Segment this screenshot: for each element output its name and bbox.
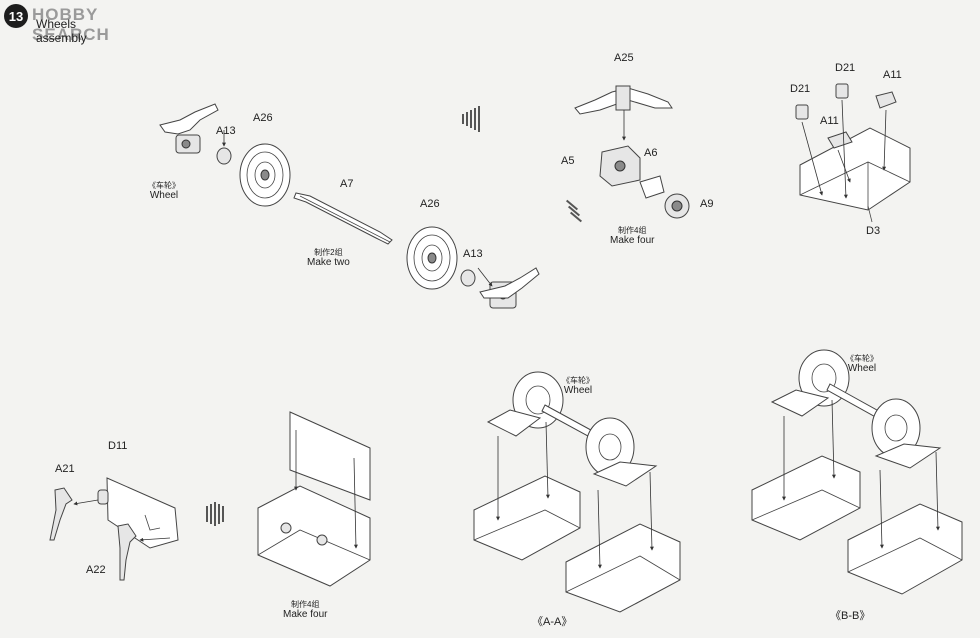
step-number-badge: 13 bbox=[4, 4, 28, 28]
stand-exploded-view bbox=[795, 83, 911, 223]
direction-arrow-left bbox=[462, 106, 480, 132]
wheel-make-two-caption: 制作2组 Make two bbox=[307, 248, 350, 268]
bracket-make-four-caption: 制作4组 Make four bbox=[283, 600, 328, 620]
section-aa-view bbox=[473, 371, 681, 613]
label-d21-left: D21 bbox=[790, 83, 811, 95]
label-d3: D3 bbox=[866, 225, 881, 237]
section-aa-label: 《A-A》 bbox=[532, 616, 573, 628]
bb-wheel-caption: 《车轮》 Wheel bbox=[846, 354, 878, 374]
label-a26-right: A26 bbox=[420, 198, 440, 210]
label-a13-right: A13 bbox=[463, 248, 483, 260]
label-a11-mid: A11 bbox=[820, 115, 839, 127]
label-a25: A25 bbox=[614, 52, 634, 64]
label-d21-right: D21 bbox=[835, 62, 856, 74]
axlebox-exploded-view bbox=[574, 85, 690, 219]
step-title: Wheels assembly bbox=[36, 17, 87, 45]
label-a7: A7 bbox=[340, 178, 354, 190]
label-d11: D11 bbox=[108, 440, 128, 452]
axlebox-make-four-caption: 制作4组 Make four bbox=[610, 226, 655, 246]
label-a5: A5 bbox=[561, 155, 575, 167]
aa-wheel-caption: 《车轮》 Wheel bbox=[562, 376, 594, 396]
bracket-exploded-view bbox=[49, 477, 179, 581]
direction-arrow-down-right bbox=[565, 199, 583, 223]
wheel-side-caption: 《车轮》 Wheel bbox=[148, 181, 180, 201]
section-bb-view bbox=[751, 349, 963, 595]
bracket-in-stand-view bbox=[257, 411, 371, 587]
label-a13-left: A13 bbox=[216, 125, 236, 137]
direction-arrow-right bbox=[206, 502, 224, 526]
label-a6: A6 bbox=[644, 147, 658, 159]
label-a22: A22 bbox=[86, 564, 106, 576]
wheel-set-exploded-view bbox=[159, 103, 540, 309]
label-a21: A21 bbox=[55, 463, 75, 475]
label-a9: A9 bbox=[700, 198, 714, 210]
section-bb-label: 《B-B》 bbox=[830, 610, 871, 622]
label-a26-left: A26 bbox=[253, 112, 273, 124]
watermark: HOBBY SEARCH bbox=[32, 5, 110, 44]
label-a11-top: A11 bbox=[883, 69, 902, 81]
